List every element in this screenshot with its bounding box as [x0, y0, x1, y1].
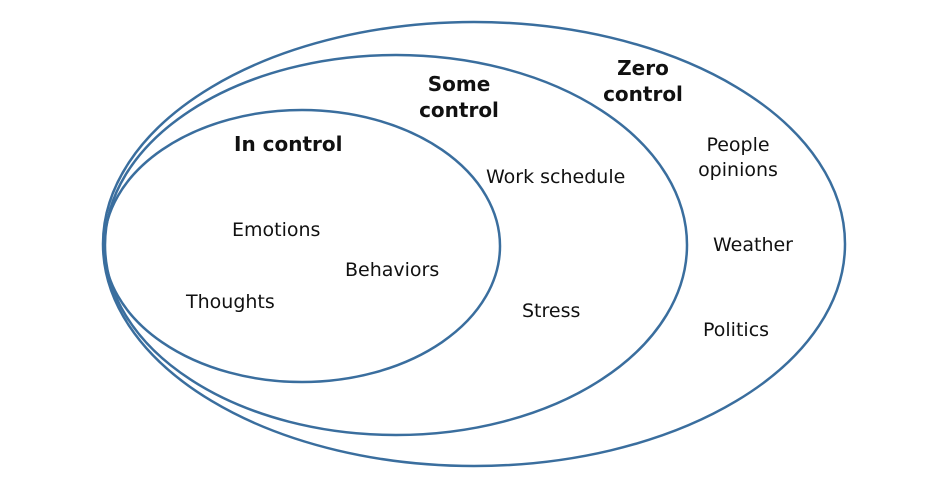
zone-item-stress: Stress: [522, 300, 581, 322]
zone-item-line: People: [706, 134, 770, 156]
zone-ring-in-control: [102, 108, 502, 384]
zone-item-thoughts: Thoughts: [186, 291, 275, 313]
zone-title-line: Zero: [617, 56, 669, 80]
zone-ring-some-control: [103, 53, 689, 437]
zone-item-behaviors: Behaviors: [345, 259, 440, 281]
zone-item-weather: Weather: [713, 234, 793, 256]
zone-title-line: control: [419, 98, 499, 122]
zone-title-some-control: Some control: [414, 71, 504, 123]
zone-item-emotions: Emotions: [232, 219, 321, 241]
zone-title-line: control: [603, 82, 683, 106]
zone-item-people-opinions: People opinions: [688, 133, 788, 182]
zone-title-zero-control: Zero control: [598, 55, 688, 107]
zone-title-in-control: In control: [234, 132, 343, 156]
zone-item-politics: Politics: [703, 319, 770, 341]
zone-title-line: Some: [427, 72, 491, 96]
zone-item-work-schedule: Work schedule: [486, 166, 626, 188]
zone-item-line: opinions: [698, 158, 778, 181]
